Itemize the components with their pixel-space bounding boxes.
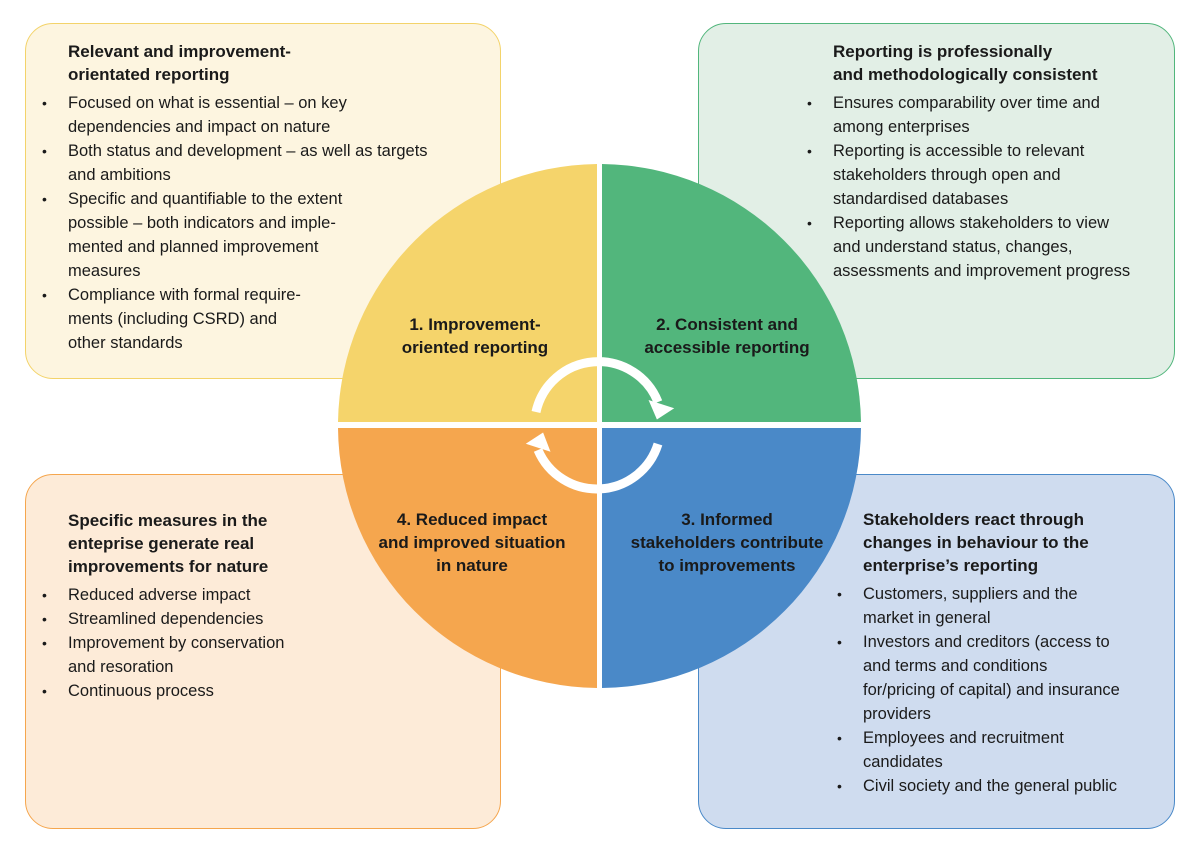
bullet-text: Continuous process [68,682,214,700]
bullet-item: • Both status and development – as well a… [42,139,488,187]
wheel-label-4: 4. Reduced impact and improved situation… [378,510,566,575]
bullet-item: • Employees and recruitment candidates [837,726,1173,774]
bullet-dot-icon: • [807,215,812,231]
bullet-item: • Civil society and the general public [837,774,1173,798]
bullet-dot-icon: • [837,778,842,794]
box-tl-bullets: • Focused on what is essential – on key d… [42,91,488,355]
box-tl-heading: Relevant and improvement- orientated rep… [68,42,291,84]
bullet-dot-icon: • [42,143,47,159]
bullet-text: Streamlined dependencies [68,610,264,628]
bullet-item: • Investors and creditors (access to and … [837,630,1173,726]
box-bl-content: Specific measures in the enteprise gener… [42,509,368,703]
bullet-item: • Continuous process [42,679,368,703]
bullet-text: Reduced adverse impact [68,586,251,604]
arrowheads [525,399,675,452]
bullet-item: • Reporting is accessible to relevant sta… [807,139,1178,211]
bullet-text: Compliance with formal require- ments (i… [68,286,301,352]
box-br-bullets: • Customers, suppliers and the market in … [837,582,1173,798]
bullet-item: • Reduced adverse impact [42,583,368,607]
bullet-dot-icon: • [837,730,842,746]
cycle-arrows-icon [531,357,663,494]
bullet-item: • Improvement by conservation and resorat… [42,631,368,679]
arrowhead-bottom-left [525,432,551,452]
bullet-text: Specific and quantifiable to the extent … [68,190,343,280]
bullet-text: Focused on what is essential – on key de… [68,94,347,136]
box-tr-bullets: • Ensures comparability over time and amo… [807,91,1178,283]
bullet-text: Civil society and the general public [863,777,1118,795]
bullet-dot-icon: • [42,287,47,303]
bullet-text: Reporting allows stakeholders to view an… [833,214,1131,280]
bullet-dot-icon: • [42,95,47,111]
wheel-label-1: 1. Improvement- oriented reporting [401,315,549,357]
bullet-item: • Reporting allows stakeholders to view a… [807,211,1178,283]
box-tr-content: Reporting is professionally and methodol… [807,40,1178,283]
bullet-text: Ensures comparability over time and amon… [833,94,1100,136]
cycle-arrow-bottom [533,442,663,494]
bullet-text: Both status and development – as well as… [68,142,428,184]
box-tr-heading: Reporting is professionally and methodol… [833,42,1098,84]
box-bl-bullets: • Reduced adverse impact • Streamlined depe… [42,583,368,703]
arrowhead-top-right [648,399,675,420]
bullet-dot-icon: • [42,683,47,699]
bullet-text: Reporting is accessible to relevant stak… [833,142,1085,208]
cycle-arrow-top [531,357,663,414]
bullet-dot-icon: • [837,586,842,602]
bullet-item: • Ensures comparability over time and amo… [807,91,1178,139]
bullet-item: • Focused on what is essential – on key d… [42,91,488,139]
box-br-content: Stakeholders react through changes in be… [837,508,1173,798]
bullet-dot-icon: • [807,143,812,159]
wheel-label-2: 2. Consistent and accessible reporting [644,315,810,357]
bullet-text: Employees and recruitment candidates [863,729,1064,771]
bullet-dot-icon: • [837,634,842,650]
bullet-text: Investors and creditors (access to and t… [863,633,1120,723]
bullet-item: • Specific and quantifiable to the extent… [42,187,488,283]
bullet-item: • Streamlined dependencies [42,607,368,631]
wheel-label-3: 3. Informed stakeholders contribute to i… [630,510,824,575]
bullet-dot-icon: • [42,635,47,651]
bullet-item: • Compliance with formal require- ments (… [42,283,488,355]
bullet-text: Improvement by conservation and resorati… [68,634,285,676]
bullet-dot-icon: • [42,191,47,207]
box-bl-heading: Specific measures in the enteprise gener… [68,511,269,576]
box-br-heading: Stakeholders react through changes in be… [863,510,1089,575]
box-tl-content: Relevant and improvement- orientated rep… [42,40,488,355]
bullet-dot-icon: • [42,587,47,603]
bullet-dot-icon: • [42,611,47,627]
bullet-item: • Customers, suppliers and the market in … [837,582,1173,630]
bullet-dot-icon: • [807,95,812,111]
bullet-text: Customers, suppliers and the market in g… [863,585,1078,627]
